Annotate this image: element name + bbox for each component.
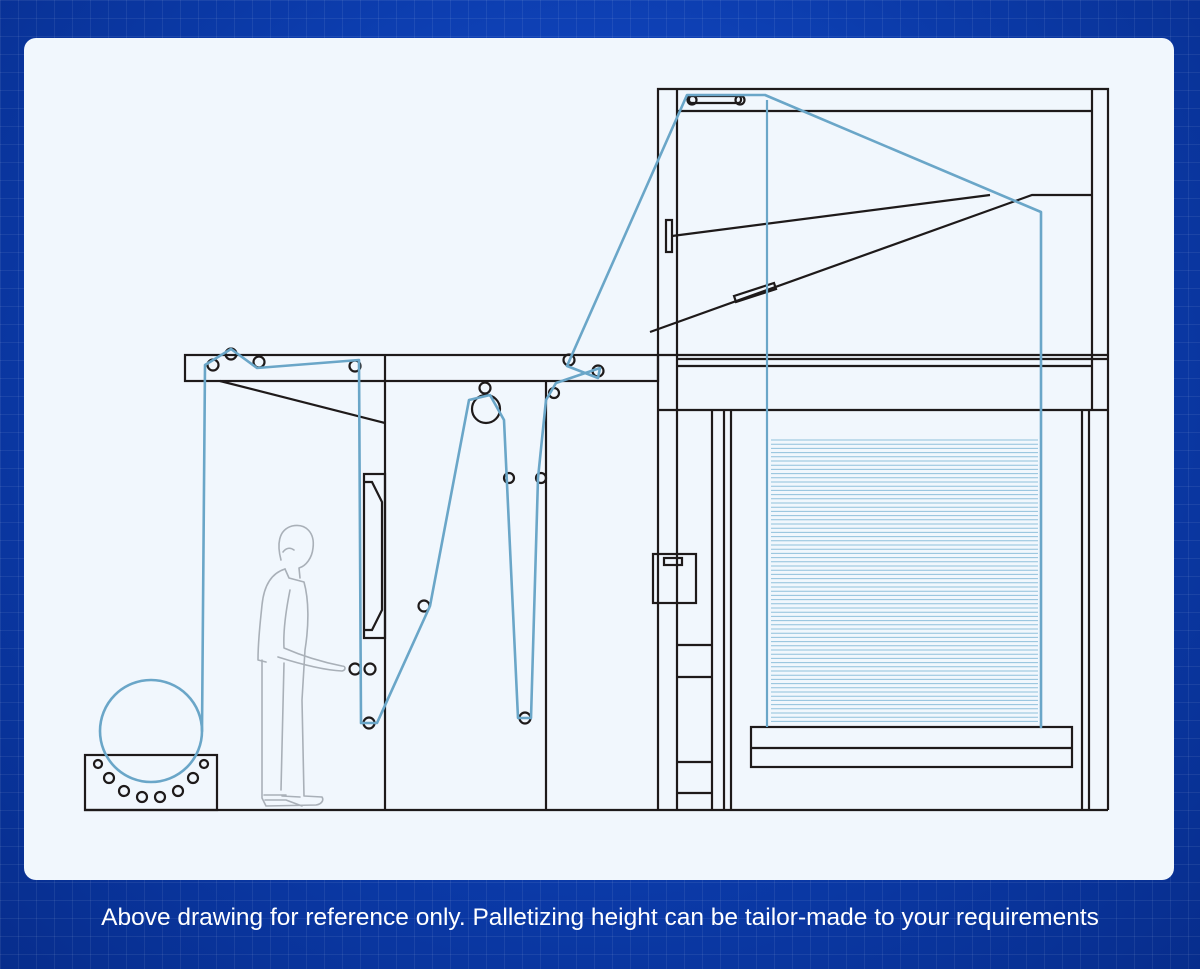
- machine-frame: [83, 87, 1110, 812]
- folding-arm-lower: [649, 193, 1092, 334]
- folding-arm-upper: [671, 193, 991, 238]
- guide-roller: [363, 662, 377, 676]
- cradle-roller: [198, 758, 210, 770]
- tower-frame: [656, 87, 1110, 810]
- guide-bracket-inner: [364, 480, 384, 632]
- operator-back: [257, 568, 286, 663]
- cradle-roller: [92, 758, 104, 770]
- operator-body: [261, 568, 324, 807]
- fabric-path: [200, 93, 1043, 733]
- arm-slider: [732, 281, 778, 304]
- cradle-roller: [186, 771, 200, 785]
- operator-feet: [264, 799, 303, 807]
- beam-brace: [219, 379, 386, 425]
- guide-roller: [348, 662, 362, 676]
- operator-head: [278, 524, 315, 579]
- guide-roller: [478, 381, 492, 395]
- guide-bracket: [362, 472, 387, 640]
- control-box: [651, 552, 698, 605]
- arm-pivot: [664, 218, 674, 254]
- cradle-roller: [153, 790, 167, 804]
- cradle-roller: [171, 784, 185, 798]
- operator-figure: [257, 524, 346, 807]
- control-box-label: [662, 556, 684, 567]
- guide-roller: [534, 471, 548, 485]
- fabric-stack: [771, 439, 1038, 722]
- operator-arm: [277, 589, 346, 672]
- drawing-panel: [24, 38, 1174, 880]
- reference-caption: Above drawing for reference only. Pallet…: [101, 904, 1099, 931]
- operator-ear: [282, 547, 295, 553]
- cradle-roller: [102, 771, 116, 785]
- operator-legs: [263, 662, 301, 798]
- machine-side-view-diagram: [83, 87, 1110, 812]
- fabric-roll: [98, 678, 204, 784]
- cradle-roller: [117, 784, 131, 798]
- cradle-roller: [135, 790, 149, 804]
- guide-roller: [502, 471, 516, 485]
- unwind-base: [83, 753, 219, 812]
